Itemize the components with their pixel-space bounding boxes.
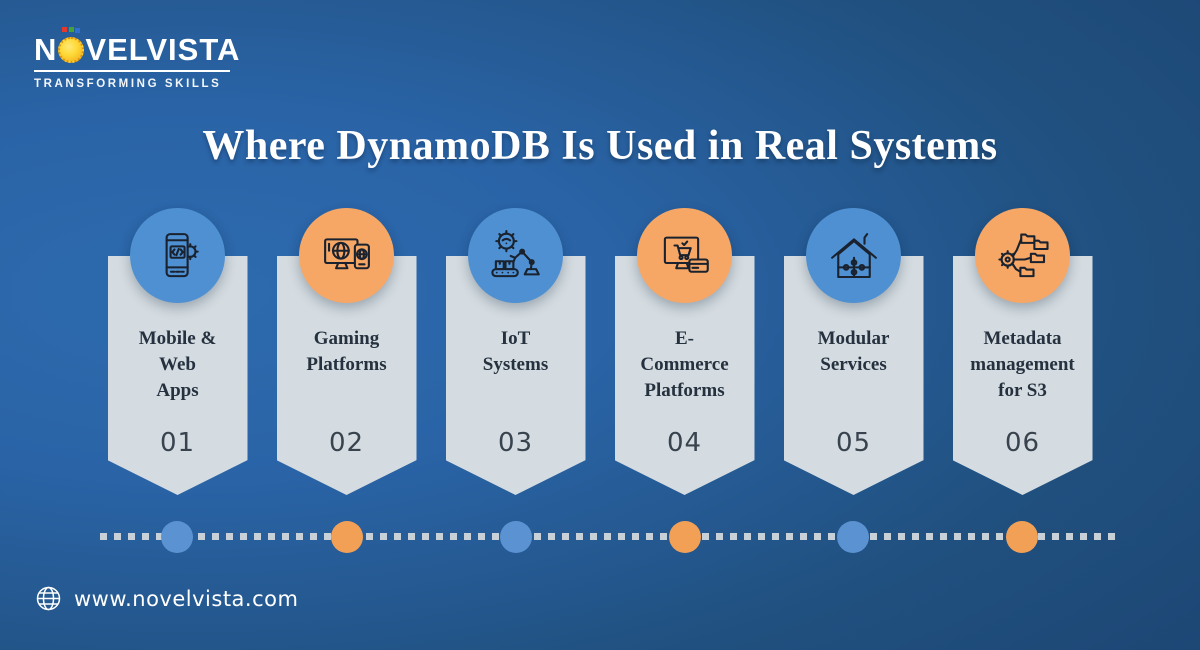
brand-logo: N VELVISTA TRANSFORMING SKILLS [34, 27, 241, 90]
logo-sun-badge-icon [58, 36, 85, 63]
logo-divider [34, 70, 230, 72]
card-ecommerce-platforms: E- Commerce Platforms 04 [614, 208, 755, 495]
logo-tagline: TRANSFORMING SKILLS [34, 78, 222, 90]
card-icon-circle [637, 208, 732, 303]
timeline-dot-3 [500, 521, 532, 553]
card-number: 05 [835, 428, 872, 458]
card-gaming-platforms: Gaming Platforms 02 [276, 208, 417, 495]
globe-icon [36, 586, 61, 611]
timeline-dotted-line [100, 533, 1120, 540]
card-number: 03 [497, 428, 534, 458]
web-devices-icon [323, 237, 370, 269]
card-icon-circle [299, 208, 394, 303]
timeline-dot-5 [837, 521, 869, 553]
card-label: E- Commerce Platforms [640, 328, 729, 401]
card-number: 01 [159, 428, 196, 458]
logo-flag-dots-icon [62, 27, 80, 33]
card-shape: Metadata management for S3 06 [952, 256, 1093, 495]
card-iot-systems: IoT Systems 03 [445, 208, 586, 495]
card-label: IoT Systems [482, 328, 549, 375]
card-icon-circle [975, 208, 1070, 303]
ecommerce-icon [663, 236, 709, 273]
card-mobile-web-apps: Mobile & Web Apps 01 [107, 208, 248, 495]
logo-wordmark: N VELVISTA [34, 27, 241, 67]
timeline-dot-4 [669, 521, 701, 553]
page-title: Where DynamoDB Is Used in Real Systems [202, 123, 998, 169]
card-icon-circle [806, 208, 901, 303]
folders-gear-icon [997, 233, 1049, 277]
card-label: Metadata management for S3 [970, 328, 1075, 401]
card-label: Modular Services [817, 328, 890, 375]
timeline-dot-6 [1006, 521, 1038, 553]
card-number: 02 [328, 428, 365, 458]
logo-text-suffix: VELVISTA [85, 32, 241, 67]
website-url: www.novelvista.com [74, 586, 299, 611]
card-metadata-s3: Metadata management for S3 06 [952, 208, 1093, 495]
iot-robot-icon [490, 229, 540, 277]
mobile-code-icon [165, 232, 199, 277]
modular-house-icon [830, 232, 877, 278]
card-icon-circle [130, 208, 225, 303]
card-icon-circle [468, 208, 563, 303]
timeline-dot-1 [161, 521, 193, 553]
card-label: Mobile & Web Apps [138, 328, 217, 401]
card-modular-services: Modular Services 05 [783, 208, 924, 495]
card-number: 06 [1004, 428, 1041, 458]
card-shape: Modular Services 05 [783, 256, 924, 495]
footer: www.novelvista.com [35, 585, 298, 612]
card-number: 04 [666, 428, 703, 458]
timeline-dot-2 [331, 521, 363, 553]
logo-text-prefix: N [34, 32, 58, 67]
cards-row: Mobile & Web Apps 01 Gaming Platforms [0, 208, 1200, 495]
card-label: Gaming Platforms [306, 328, 387, 375]
